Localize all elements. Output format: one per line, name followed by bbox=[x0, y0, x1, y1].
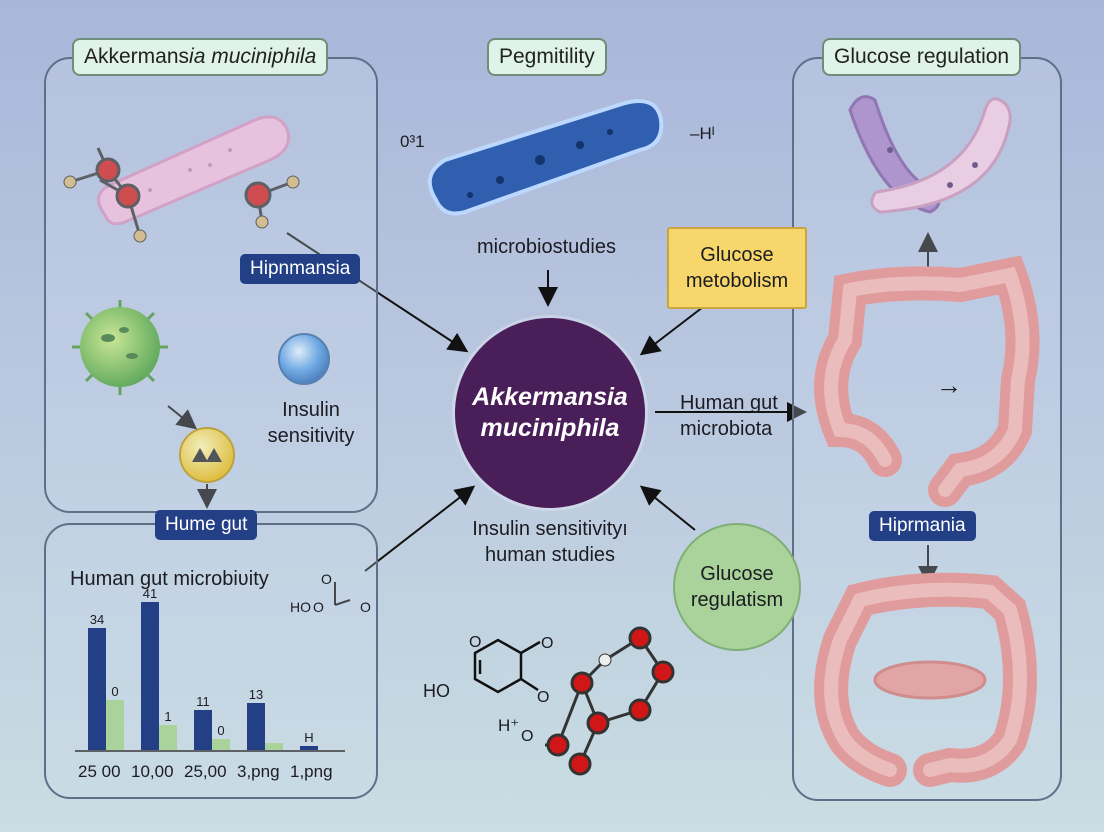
left-top-panel bbox=[44, 57, 378, 513]
intestine-icon bbox=[814, 255, 1040, 507]
chart-bar bbox=[212, 739, 230, 750]
molecule-chain-icon bbox=[545, 626, 675, 776]
chem-o-h: O bbox=[521, 728, 534, 745]
molecule-icon bbox=[244, 175, 300, 229]
molecule-icon bbox=[334, 582, 351, 606]
gut-arrow-label: → bbox=[936, 370, 962, 400]
chem-h-plus: H⁺ bbox=[498, 716, 520, 735]
chart-bar bbox=[88, 627, 106, 750]
panel-title-akkermansia: Akkermansia muciniphila bbox=[72, 38, 329, 76]
chart-x-tick: 1,png bbox=[290, 762, 333, 781]
chemical-structure-icon bbox=[473, 638, 541, 694]
chart-bar bbox=[194, 710, 212, 750]
right-panel bbox=[792, 57, 1062, 801]
chart-data-label: 11 bbox=[196, 694, 210, 710]
chart-data-label: 0 bbox=[217, 723, 225, 739]
chem-o-ring-top2: O bbox=[541, 635, 554, 652]
chart-bar bbox=[141, 602, 159, 750]
chart-data-label: H bbox=[304, 730, 314, 746]
tag-hipnmansia: Hipnmansia bbox=[240, 254, 361, 284]
panel-title-glucose-regulation: Glucose regulation bbox=[822, 38, 1022, 76]
chart-x-tick: 10,00 bbox=[131, 762, 174, 781]
chem-ho-upper: HO bbox=[290, 599, 311, 615]
chem-o-ring-right: O bbox=[537, 689, 550, 706]
chart-data-label: 1 bbox=[164, 708, 172, 724]
formula-left: 0³⁠1 bbox=[400, 132, 425, 151]
tag-hiprmania: Hiprmania bbox=[869, 511, 976, 541]
chart-bar bbox=[106, 699, 124, 750]
pink-bacterium-icon bbox=[97, 115, 291, 226]
chart-data-label: 34 bbox=[89, 611, 105, 627]
chem-o-ring-top1: O bbox=[469, 634, 482, 651]
chart-x-tick: 25,00 bbox=[184, 762, 227, 781]
chart-x-tick: 3,png bbox=[237, 762, 280, 781]
chem-ho-lower: HO bbox=[423, 681, 450, 701]
chart-data-label: 13 bbox=[248, 687, 264, 703]
chart-bar bbox=[265, 742, 283, 750]
chart-x-tick: 25 00 bbox=[78, 762, 121, 781]
chart-bar bbox=[300, 746, 318, 750]
chart-data-label: 41 bbox=[142, 586, 158, 602]
intestine-icon bbox=[814, 572, 1037, 787]
chem-o-right: O bbox=[360, 599, 371, 615]
purple-bacterium-icon bbox=[848, 95, 1012, 214]
chart-bar bbox=[159, 724, 177, 750]
chart-title: Human gut microbiʋity bbox=[70, 568, 269, 590]
chem-o-top: O bbox=[321, 571, 332, 587]
chart-bar bbox=[247, 703, 265, 750]
chart-data-label: 0 bbox=[111, 683, 119, 699]
tag-hume-gut: Hume gut bbox=[155, 510, 258, 540]
chem-o-mid: O bbox=[313, 599, 324, 615]
yellow-hazard-icon bbox=[179, 427, 235, 483]
formula-right: –Hᴵ bbox=[690, 124, 715, 143]
blue-sphere-icon bbox=[278, 333, 330, 385]
blue-bacterium-icon bbox=[427, 99, 664, 216]
virus-icon bbox=[72, 300, 168, 395]
panel-title-pegmitility: Pegmitility bbox=[487, 38, 607, 76]
molecule-icon bbox=[63, 147, 147, 243]
microbiostudies-label: microbiostudies bbox=[477, 236, 616, 258]
